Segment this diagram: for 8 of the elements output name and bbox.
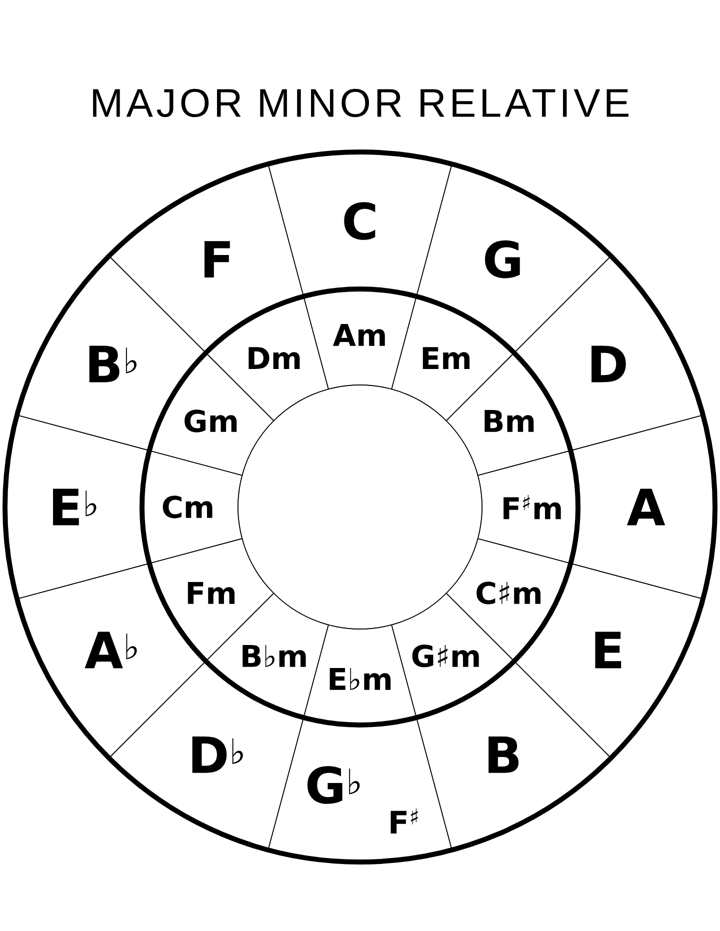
minor-key-sector: F$^{♯}$m — [477, 450, 578, 564]
key-sector: E$^{♭}$ — [4, 414, 150, 600]
minor-key-sector: Cm — [142, 450, 243, 564]
key-sector: A — [570, 414, 716, 600]
title: MAJOR MINOR RELATIVE — [93, 88, 628, 118]
key-sector: G$^{♭}$ F$^{♯}$ — [268, 717, 452, 862]
node-label: Am — [332, 324, 385, 346]
node-label: C — [344, 202, 376, 240]
